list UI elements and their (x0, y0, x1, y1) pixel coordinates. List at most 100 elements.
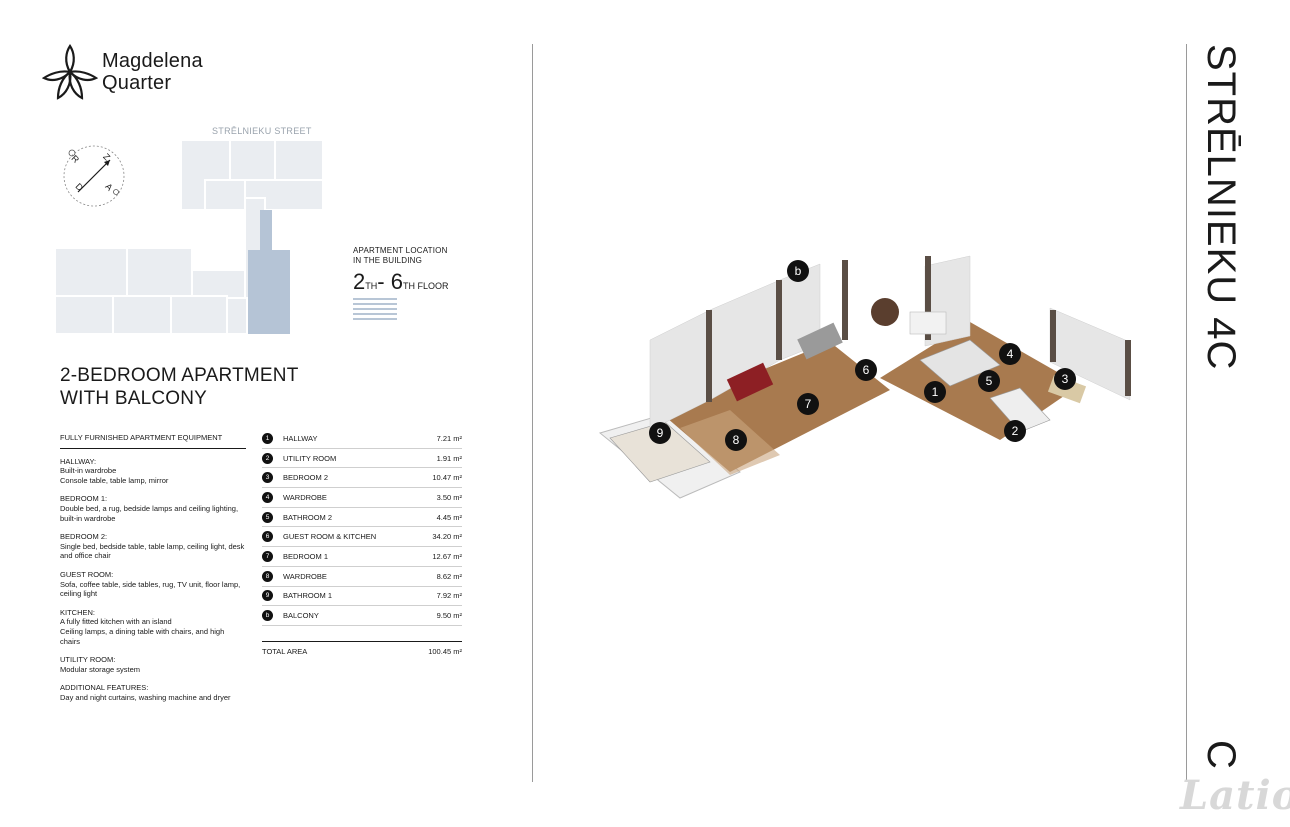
north-arrow-icon (104, 160, 110, 166)
equipment-block-line: Ceiling lamps, a dining table with chair… (60, 626, 225, 646)
apartment-title: 2-BEDROOM APARTMENT WITH BALCONY (60, 364, 340, 410)
room-number-badge: 6 (262, 531, 273, 543)
equipment-list: FULLY FURNISHED APARTMENT EQUIPMENT HALL… (60, 433, 246, 711)
svg-text:3: 3 (1062, 372, 1069, 386)
room-number-badge: 8 (262, 570, 273, 582)
equipment-block: ADDITIONAL FEATURES:Day and night curtai… (60, 683, 246, 702)
room-area: 7.21 m² (436, 433, 462, 443)
equipment-block: GUEST ROOM:Sofa, coffee table, side tabl… (60, 570, 246, 599)
room-row: 8 WARDROBE 8.62 m² (262, 567, 462, 587)
divider-left (532, 44, 533, 782)
room-name: BALCONY (283, 611, 319, 621)
equipment-block: KITCHEN:A fully fitted kitchen with an i… (60, 608, 246, 646)
equipment-block: BEDROOM 2:Single bed, bedside table, tab… (60, 532, 246, 561)
equipment-block-title: HALLWAY: (60, 456, 97, 466)
equipment-block-title: KITCHEN: (60, 607, 96, 617)
floor-from-suffix: TH (365, 281, 378, 291)
equipment-block-title: UTILITY ROOM: (60, 655, 116, 665)
room-area: 1.91 m² (436, 453, 462, 463)
room-row: 3 BEDROOM 2 10.47 m² (262, 468, 462, 489)
bed-1-icon (726, 362, 774, 402)
watermark-logo: Latio (1180, 772, 1290, 819)
location-label-line1: APARTMENT LOCATION (353, 246, 448, 255)
room-number-badge: 7 (262, 550, 273, 562)
room-area: 7.92 m² (436, 591, 462, 601)
room-area: 9.50 m² (436, 611, 462, 621)
equipment-block-line: Double bed, a rug, bedside lamps and cei… (60, 503, 239, 513)
floor-dash: - (377, 269, 391, 294)
brand-logo: Magdelena Quarter (42, 44, 242, 100)
room-number-badge: 4 (262, 491, 273, 503)
room-area: 34.20 m² (432, 532, 462, 542)
room-name: WARDROBE (283, 492, 327, 502)
svg-text:5: 5 (986, 374, 993, 388)
equipment-block-line: and office chair (60, 551, 111, 561)
room-number-badge: b (262, 610, 273, 622)
room-name: BEDROOM 2 (283, 473, 329, 483)
equipment-block-title: BEDROOM 2: (60, 532, 108, 542)
floor-plan-3d: b 9 8 7 6 1 4 5 3 2 (580, 250, 1160, 600)
svg-text:4: 4 (1007, 347, 1014, 361)
site-plan (54, 120, 335, 335)
floor-range: 2TH- 6TH FLOOR (353, 270, 448, 298)
room-row: 7 BEDROOM 1 12.67 m² (262, 547, 462, 567)
room-name: BEDROOM 1 (283, 551, 329, 561)
building-title: STRĒLNIEKU 4C (1196, 44, 1256, 464)
total-area-row: TOTAL AREA 100.45 m² (262, 641, 462, 656)
brand-name-line2: Quarter (102, 72, 172, 94)
equipment-block-line: Console table, table lamp, mirror (60, 475, 169, 485)
svg-text:6: 6 (863, 363, 870, 377)
apartment-title-line2: WITH BALCONY (60, 388, 208, 409)
floor-from: 2 (353, 269, 366, 294)
room-name: HALLWAY (283, 433, 318, 443)
room-name: GUEST ROOM & KITCHEN (283, 532, 377, 542)
room-name: UTILITY ROOM (283, 453, 337, 463)
room-name: BATHROOM 1 (283, 591, 333, 601)
room-name: WARDROBE (283, 571, 327, 581)
room-number-badge: 3 (262, 472, 273, 484)
total-area-value: 100.45 m² (428, 647, 462, 656)
room-row: 6 GUEST ROOM & KITCHEN 34.20 m² (262, 527, 462, 548)
equipment-block-line: Single bed, bedside table, table lamp, c… (60, 541, 245, 551)
svg-text:b: b (795, 264, 802, 278)
floor-stack-icon (353, 298, 397, 323)
room-area: 12.67 m² (432, 551, 462, 561)
equipment-block-line: A fully fitted kitchen with an island (60, 617, 172, 627)
room-row: 2 UTILITY ROOM 1.91 m² (262, 449, 462, 469)
room-number-badge: 2 (262, 452, 273, 464)
flower-logo-icon (42, 44, 98, 100)
equipment-block: UTILITY ROOM:Modular storage system (60, 655, 246, 674)
room-row: 4 WARDROBE 3.50 m² (262, 488, 462, 508)
total-area-label: TOTAL AREA (262, 647, 308, 656)
floor-to: 6 (390, 269, 403, 294)
equipment-block: BEDROOM 1:Double bed, a rug, bedside lam… (60, 494, 246, 523)
room-row: b BALCONY 9.50 m² (262, 606, 462, 626)
svg-text:9: 9 (657, 426, 664, 440)
room-number-badge: 5 (262, 511, 273, 523)
equipment-block-line: Day and night curtains, washing machine … (60, 692, 231, 702)
building-title-text: STRĒLNIEKU 4C (1199, 44, 1243, 371)
equipment-block-line: Built-in wardrobe (60, 466, 117, 476)
apartment-title-line1: 2-BEDROOM APARTMENT (60, 365, 299, 386)
room-area: 3.50 m² (436, 492, 462, 502)
equipment-block-line: built-in wardrobe (60, 513, 116, 523)
equipment-block-line: Sofa, coffee table, side tables, rug, TV… (60, 579, 241, 589)
svg-text:8: 8 (733, 433, 740, 447)
dining-table-icon (871, 298, 899, 326)
equipment-heading: FULLY FURNISHED APARTMENT EQUIPMENT (60, 433, 246, 449)
sofa-icon (797, 322, 843, 360)
equipment-block-title: ADDITIONAL FEATURES: (60, 683, 149, 693)
equipment-block-line: Modular storage system (60, 664, 141, 674)
room-number-badge: 1 (262, 432, 273, 444)
sun-icon (113, 189, 119, 195)
room-area: 4.45 m² (436, 512, 462, 522)
room-area: 10.47 m² (432, 473, 462, 483)
svg-text:1: 1 (932, 385, 939, 399)
svg-text:2: 2 (1012, 424, 1019, 438)
building-letter: C (1196, 740, 1256, 790)
bathroom-1-floor (609, 421, 711, 483)
room-area: 8.62 m² (436, 571, 462, 581)
